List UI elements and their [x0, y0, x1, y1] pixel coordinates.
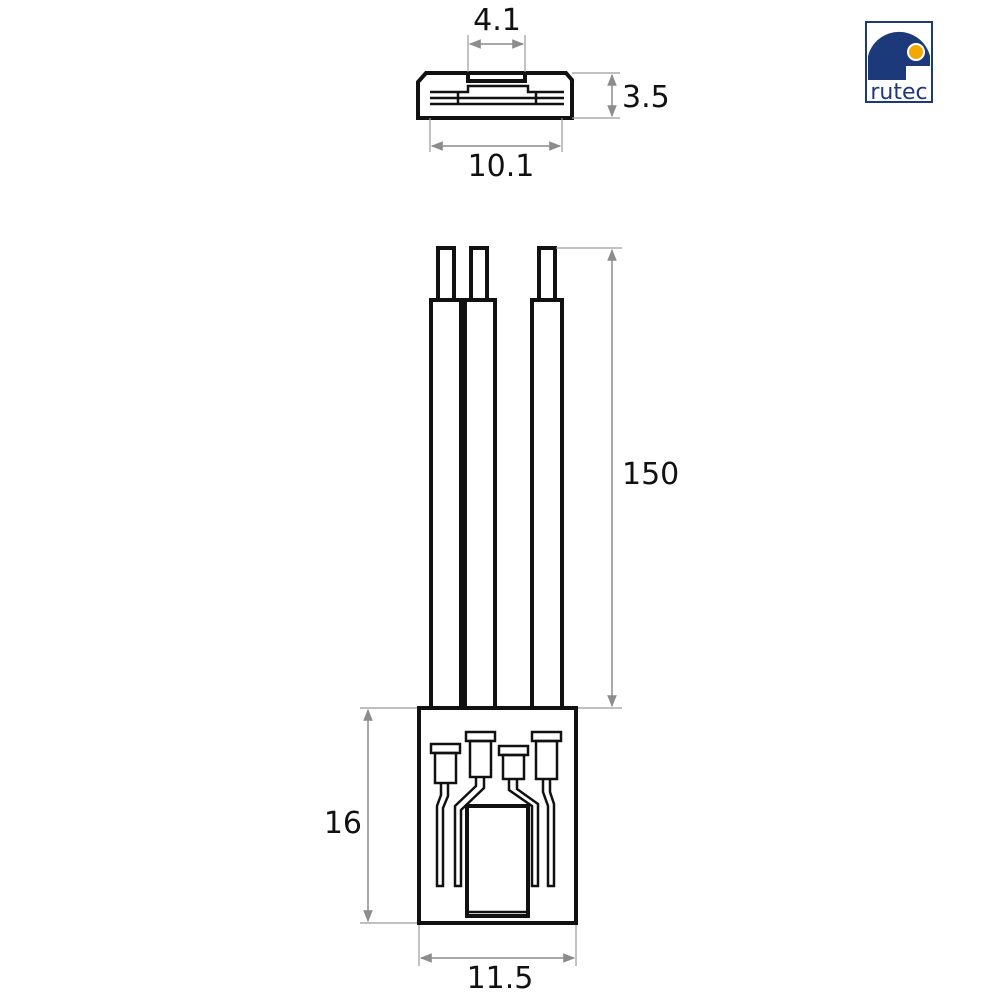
- top-view-inner-left: [430, 84, 564, 94]
- contact-2-pin: [453, 777, 486, 888]
- wire-3-stripped-end: [537, 246, 557, 302]
- top-view-slot: [466, 71, 527, 83]
- wire-3-insulation: [530, 298, 564, 710]
- contact-1-pin: [435, 783, 450, 888]
- contact-4-body: [534, 739, 559, 781]
- logo-dot-icon: [907, 43, 925, 61]
- wire-2-insulation: [463, 298, 497, 710]
- contact-2-body: [468, 739, 493, 779]
- dim-label-slot-width: 4.1: [473, 3, 521, 38]
- contact-1-body: [433, 751, 458, 785]
- dim-label-wire-length: 150: [622, 457, 679, 492]
- dim-body-width: 11.5: [418, 925, 577, 996]
- dim-label-top-width: 10.1: [468, 149, 535, 184]
- top-view: 4.1 3.5 10.1: [416, 3, 670, 184]
- connector-body: [417, 706, 578, 925]
- contact-3-pin: [507, 779, 540, 888]
- dim-label-body-width: 11.5: [467, 961, 534, 996]
- contact-4-pin: [541, 779, 556, 888]
- dim-body-height: 16: [324, 707, 417, 924]
- rutec-logo: rutec: [865, 21, 933, 105]
- wire-1-insulation: [429, 298, 463, 710]
- wires: [429, 246, 564, 710]
- connector-window: [465, 804, 530, 918]
- logo-text: rutec: [870, 80, 927, 105]
- dim-label-body-height: 16: [324, 806, 362, 841]
- dim-label-top-height: 3.5: [622, 80, 670, 115]
- contact-3-body: [501, 753, 526, 781]
- wire-2-stripped-end: [469, 246, 489, 302]
- dim-wire-length: 150: [556, 247, 679, 709]
- wire-1-stripped-end: [436, 246, 456, 302]
